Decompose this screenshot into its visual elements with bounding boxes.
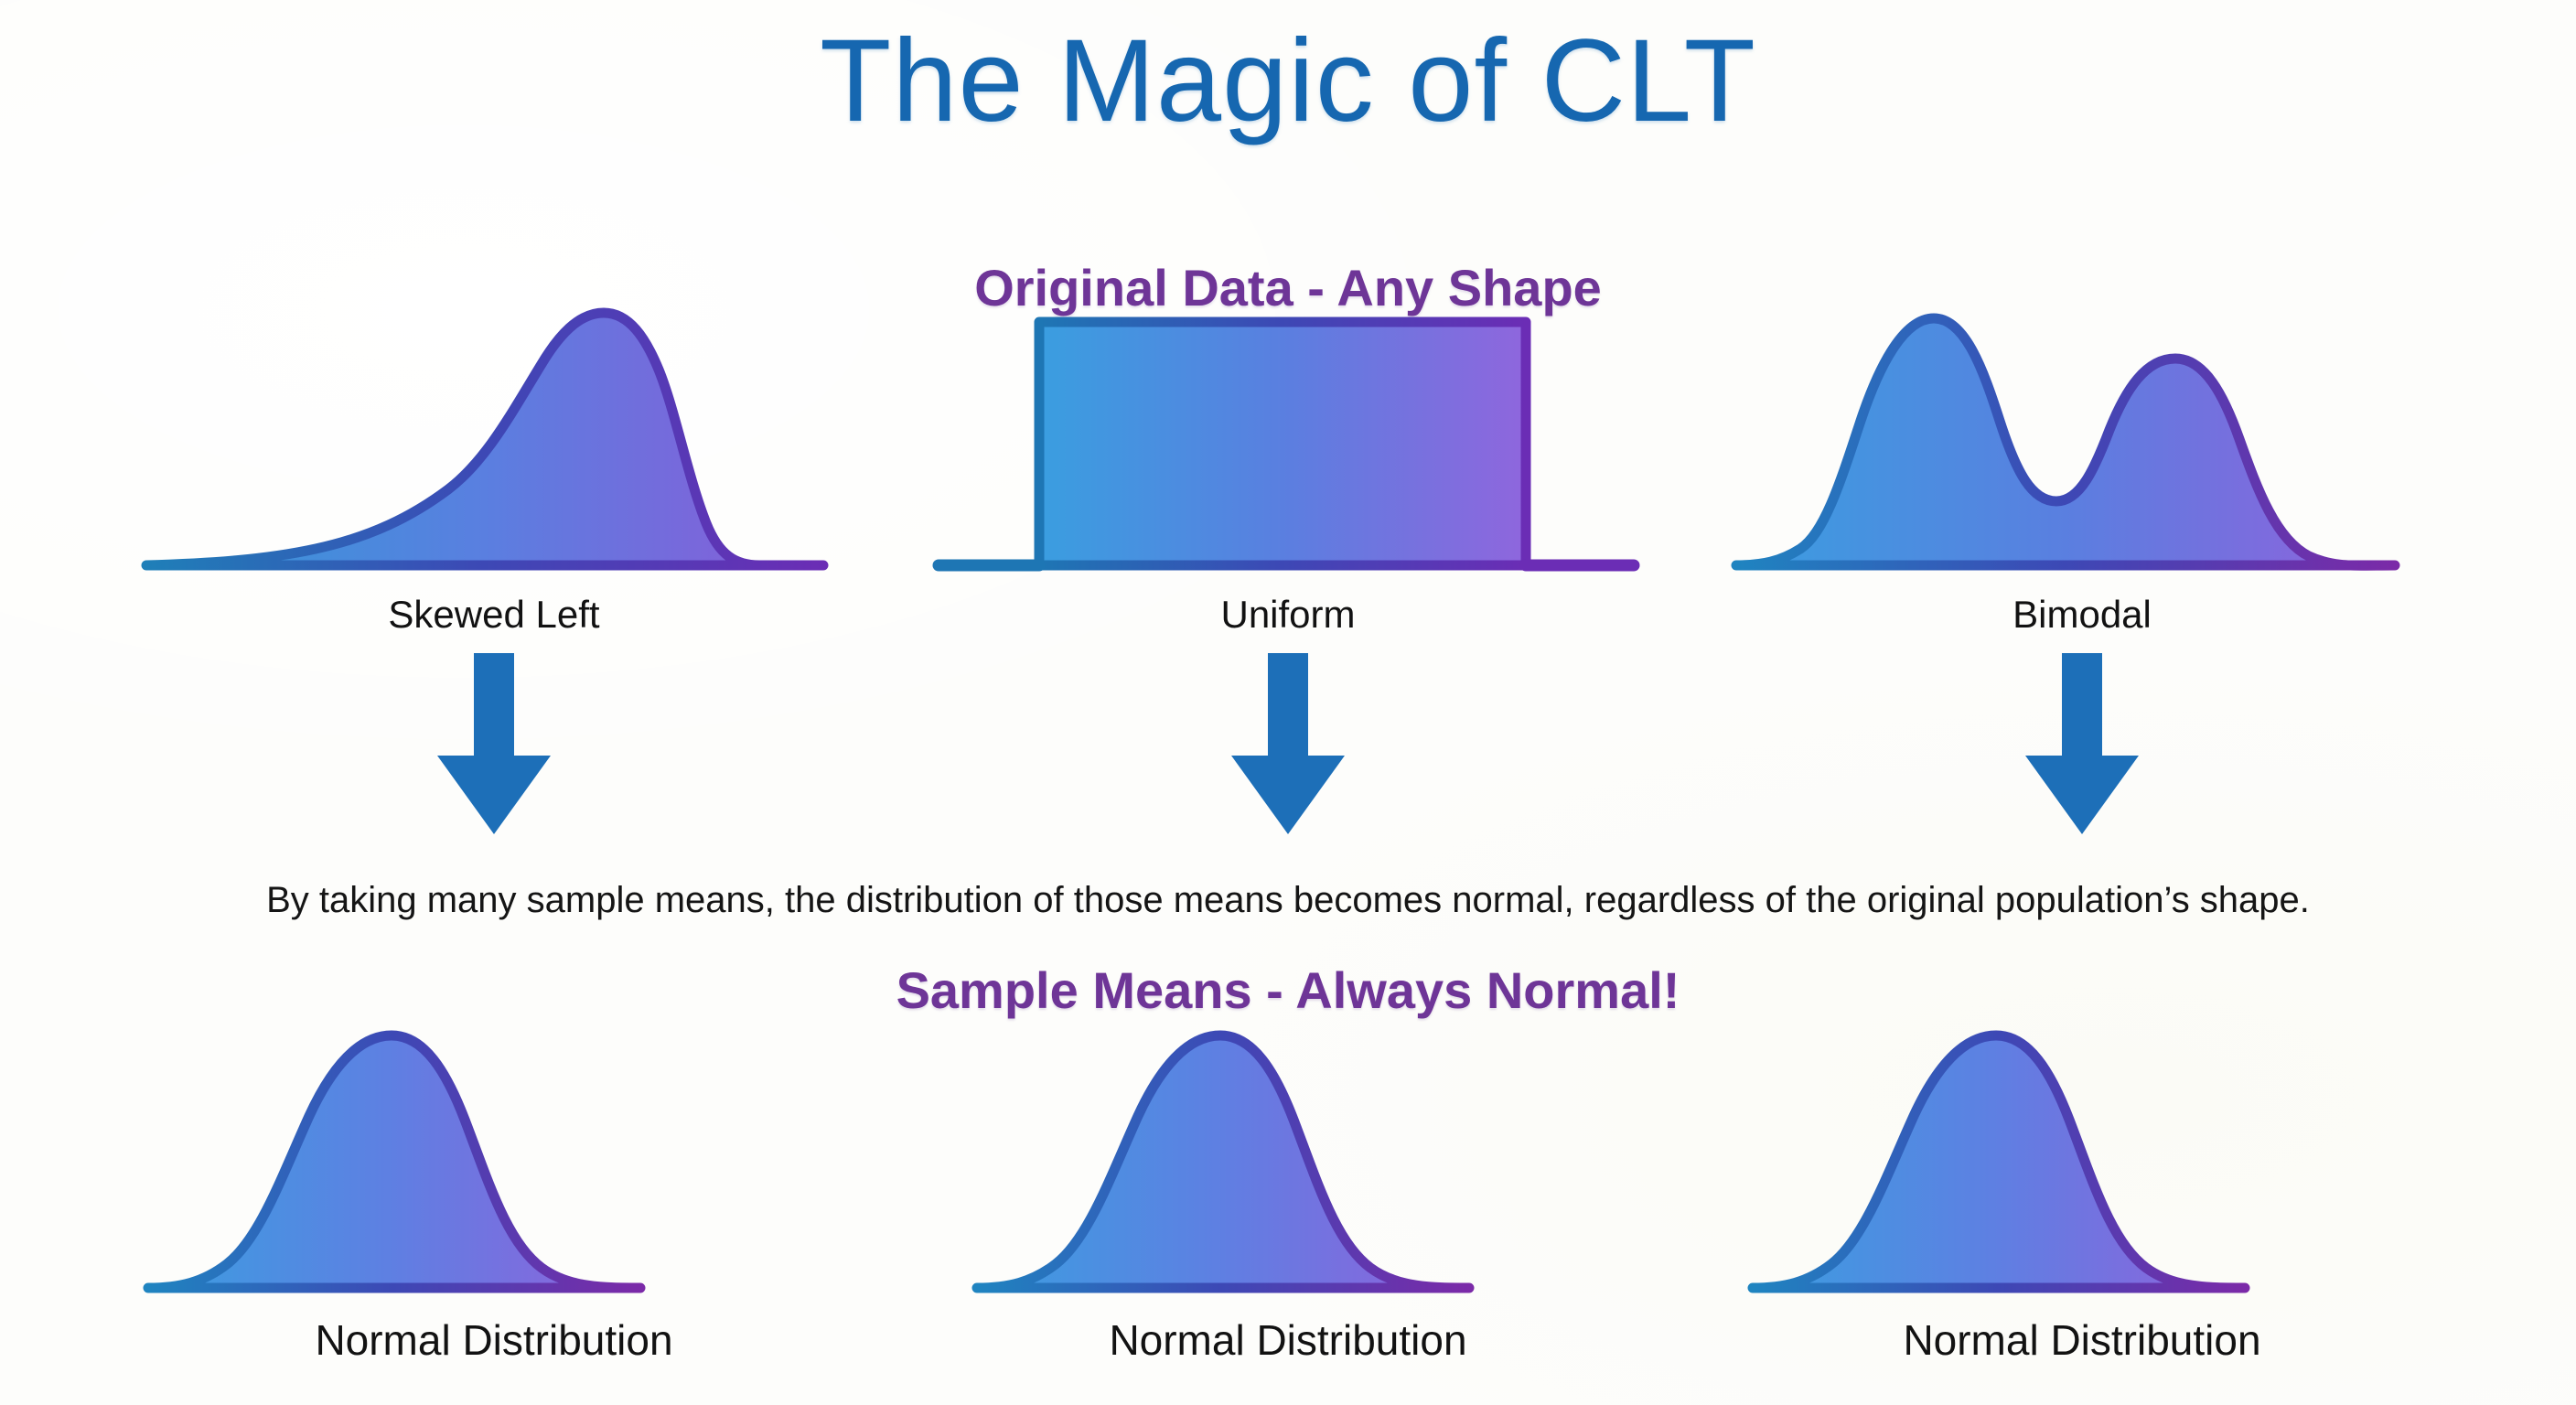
arrow-down-icon — [437, 653, 551, 834]
chart-bimodal-svg — [1730, 313, 2401, 572]
chart-skewed-left-svg — [140, 307, 830, 572]
section-heading-sample-means: Sample Means - Always Normal! — [896, 961, 1680, 1019]
section-heading-original-data: Original Data - Any Shape — [974, 259, 1602, 316]
chart-uniform: Uniform — [922, 274, 1654, 640]
chart-skewed-left: Skewed Left — [128, 274, 860, 640]
chart-normal-1-svg — [142, 1030, 647, 1294]
chart-normal-2-svg — [971, 1030, 1476, 1294]
chart-label-normal-1: Normal Distribution — [315, 1316, 673, 1364]
chart-normal-2: Normal Distribution — [922, 997, 1654, 1364]
chart-normal-3-svg — [1746, 1030, 2251, 1294]
page-title: The Magic of CLT — [820, 16, 1756, 146]
chart-uniform-svg — [932, 316, 1640, 572]
chart-bimodal: Bimodal — [1716, 274, 2448, 640]
chart-label-normal-3: Normal Distribution — [1903, 1316, 2261, 1364]
arrow-down-icon — [2025, 653, 2139, 834]
chart-normal-3: Normal Distribution — [1716, 997, 2448, 1364]
chart-label-uniform: Uniform — [1220, 593, 1356, 636]
chart-label-skewed-left: Skewed Left — [388, 593, 600, 636]
chart-label-normal-2: Normal Distribution — [1109, 1316, 1467, 1364]
arrow-down-icon — [1231, 653, 1345, 834]
explanatory-caption: By taking many sample means, the distrib… — [266, 880, 2310, 920]
chart-label-bimodal: Bimodal — [2012, 593, 2152, 636]
chart-normal-1: Normal Distribution — [128, 997, 860, 1364]
